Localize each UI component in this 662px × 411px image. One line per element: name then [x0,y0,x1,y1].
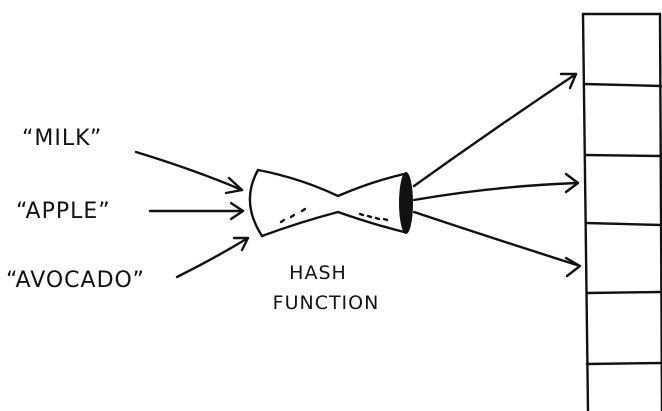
hash-function-label-line2: FUNCTION [273,292,380,314]
funnel-opening [399,172,413,234]
array [581,12,662,411]
array-slot-divider [585,361,662,366]
output-arrow-top [412,72,578,188]
output-arrow-bottom [412,210,582,278]
output-arrow-middle [412,172,580,202]
hash-function-label-line1: HASH [289,262,347,284]
input-arrow-avocado [175,236,250,279]
input-label-milk: “MILK” [22,126,102,151]
input-arrow-apple [148,201,245,221]
input-label-apple: “APPLE” [16,199,111,224]
array-slot-divider [584,221,662,227]
hash-function-funnel [248,168,413,238]
input-label-avocado: “AVOCADO” [6,268,145,293]
array-slot-divider [582,82,662,88]
array-slot-divider [585,290,662,295]
array-slot-divider [583,153,662,158]
input-arrow-milk [134,150,244,195]
